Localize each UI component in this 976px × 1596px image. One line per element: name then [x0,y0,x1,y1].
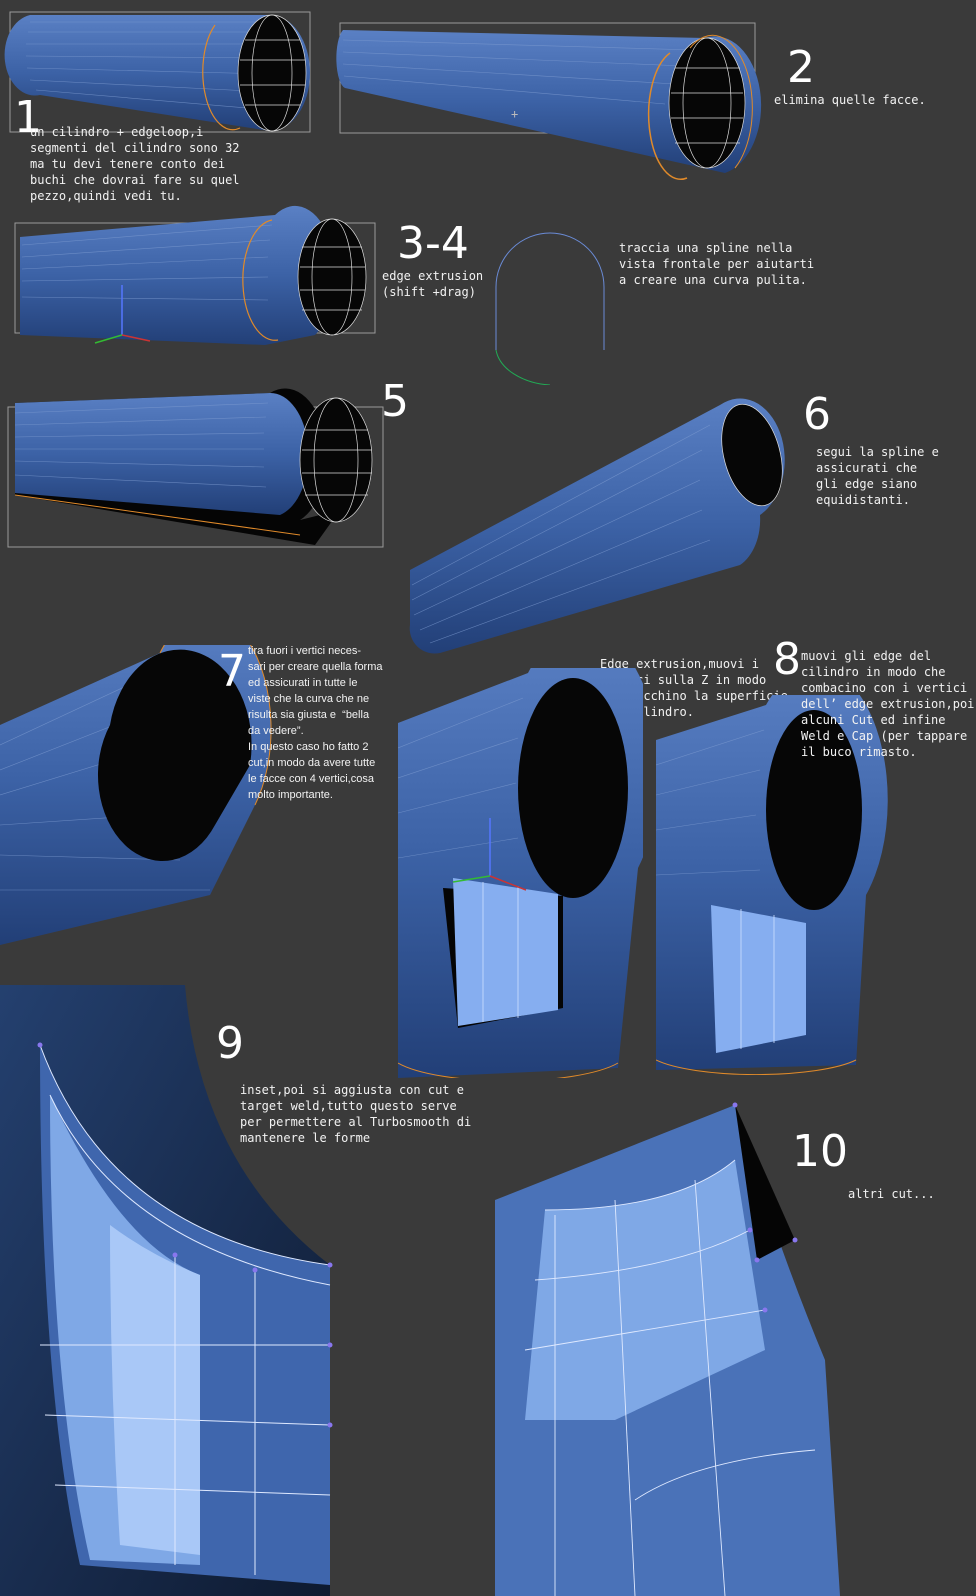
spline-guide [490,225,610,385]
step-3-4-text: edge extrusion (shift +drag) [382,269,484,299]
step-7-viewport [0,645,290,950]
step-10-number: 10 [792,1126,848,1177]
step-10-viewport [495,1100,875,1596]
step-8-viewport-a [398,668,643,1078]
step-3-4-number: 3-4 [397,218,469,269]
edge-extrusion-z-mesh [398,668,643,1078]
step-1-text: un cilindro + edgeloop,i segmenti del ci… [30,125,240,203]
weld-cap-mesh [656,695,888,1075]
step-3-viewport [10,205,385,355]
edge-extrusion-mesh [14,205,376,345]
cylinder-mesh-2: + [336,22,762,181]
step-10-text: altri cut... [848,1187,935,1201]
cylinder-mesh-1 [4,11,311,133]
step-6-viewport [400,395,800,660]
step-6-text: segui la spline e assicurati che gli edg… [816,445,939,507]
additional-cuts-mesh [495,1102,840,1596]
step-7-text: tira fuori i vertici neces- sari per cre… [248,645,383,801]
spline-follow-mesh [409,398,785,654]
vertex-shape-mesh [0,645,272,945]
step-1-number: 1 [14,92,42,143]
step-5-viewport [0,385,390,580]
svg-text:+: + [511,107,518,121]
step-8-number: 8 [773,634,801,685]
step-6-number: 6 [803,389,831,440]
spline-curve [495,232,605,385]
step-9-viewport [0,985,430,1596]
inset-closeup-mesh [0,985,333,1596]
step-2-text: elimina quelle facce. [774,93,926,107]
step-2-number: 2 [787,42,815,93]
step-9-text: inset,poi si aggiusta con cut e target w… [240,1083,472,1145]
step-2-viewport: + [335,18,765,193]
step-5-number: 5 [381,376,409,427]
step-9-number: 9 [216,1018,244,1069]
step-3-4-spline-text: traccia una spline nella vista frontale … [619,241,815,287]
step-8-text: muovi gli edge del cilindro in modo che … [801,649,975,759]
step-1-viewport [0,0,330,210]
step-7-number: 7 [218,646,246,697]
extruded-cylinder-mesh [7,388,384,548]
step-8-viewport-b [656,695,891,1075]
